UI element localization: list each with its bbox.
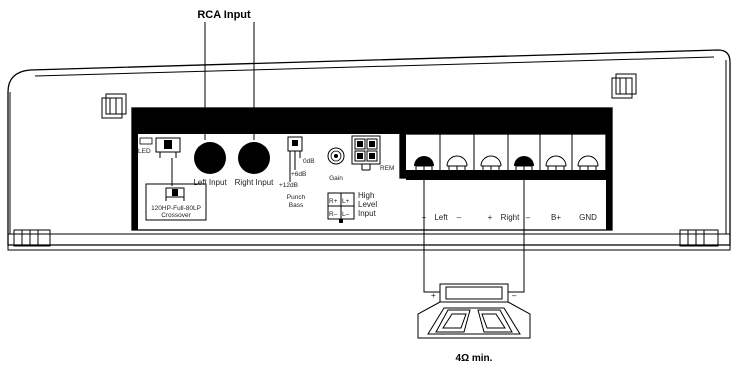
- punch-bass-0db: 0dB: [303, 158, 315, 165]
- hli-label-1: High: [358, 191, 374, 200]
- crossover-callout-box: [145, 183, 207, 221]
- punch-bass-6db: +6dB: [291, 171, 306, 178]
- speaker-minus-label: –: [512, 291, 517, 300]
- terminal-right-plus[interactable]: [480, 155, 502, 177]
- terminal-gnd[interactable]: [577, 155, 599, 177]
- led-indicator: [139, 137, 153, 145]
- hli-label-3: Input: [358, 209, 377, 218]
- speaker-wire-negative: [508, 176, 525, 293]
- terminal-b-plus-label: B+: [551, 213, 561, 222]
- left-input-jack[interactable]: [194, 142, 226, 174]
- terminal-right-minus-label: –: [526, 213, 531, 222]
- crossover-sub-label: Crossover: [161, 212, 191, 219]
- right-input-label: Right Input: [235, 178, 274, 187]
- terminal-right-plus-label: +: [488, 213, 493, 222]
- right-input-jack[interactable]: [238, 142, 270, 174]
- mount-foot-top-left: [101, 93, 127, 119]
- hli-l-minus: L–: [342, 211, 350, 218]
- left-input-label: Left Input: [193, 178, 227, 187]
- punch-bass-switch[interactable]: [287, 136, 303, 182]
- crossover-label: 120HP-Full-80LP: [151, 205, 201, 212]
- terminal-left-minus-label: –: [457, 213, 462, 222]
- impedance-callout: 4Ω min.: [456, 353, 493, 364]
- mount-foot-bottom-right: [679, 229, 719, 247]
- rem-label: REM: [380, 165, 394, 172]
- punch-bass-12db: +12dB: [279, 182, 298, 189]
- hli-r-minus: R–: [329, 211, 338, 218]
- speaker-wire-positive: [423, 176, 440, 293]
- terminal-left-plus[interactable]: [414, 156, 434, 177]
- mount-foot-top-right: [611, 73, 637, 99]
- hli-r-plus: R+: [329, 198, 338, 205]
- terminal-left-minus[interactable]: [446, 155, 468, 177]
- rem-connector[interactable]: [351, 135, 381, 171]
- terminal-right-label: Right: [501, 213, 520, 222]
- amplifier-chassis: [7, 49, 731, 251]
- terminal-block: [399, 133, 607, 180]
- mount-foot-bottom-left: [13, 229, 51, 247]
- hli-label-2: Level: [358, 200, 377, 209]
- speaker: [417, 283, 531, 339]
- terminal-left-label: Left: [434, 213, 448, 222]
- gain-knob[interactable]: [327, 147, 345, 165]
- hli-l-plus: L+: [342, 198, 350, 205]
- rca-input-callout: RCA Input: [197, 9, 251, 21]
- led-label: LED: [138, 148, 151, 155]
- speaker-plus-label: +: [431, 291, 436, 300]
- gain-label: Gain: [329, 175, 343, 182]
- punch-bass-label: Punch: [287, 194, 306, 201]
- high-level-input-connector[interactable]: [327, 192, 355, 223]
- punch-bass-sub-label: Bass: [289, 202, 304, 209]
- terminal-b-plus[interactable]: [545, 155, 567, 177]
- crossover-switch[interactable]: [155, 137, 181, 186]
- terminal-gnd-label: GND: [579, 213, 597, 222]
